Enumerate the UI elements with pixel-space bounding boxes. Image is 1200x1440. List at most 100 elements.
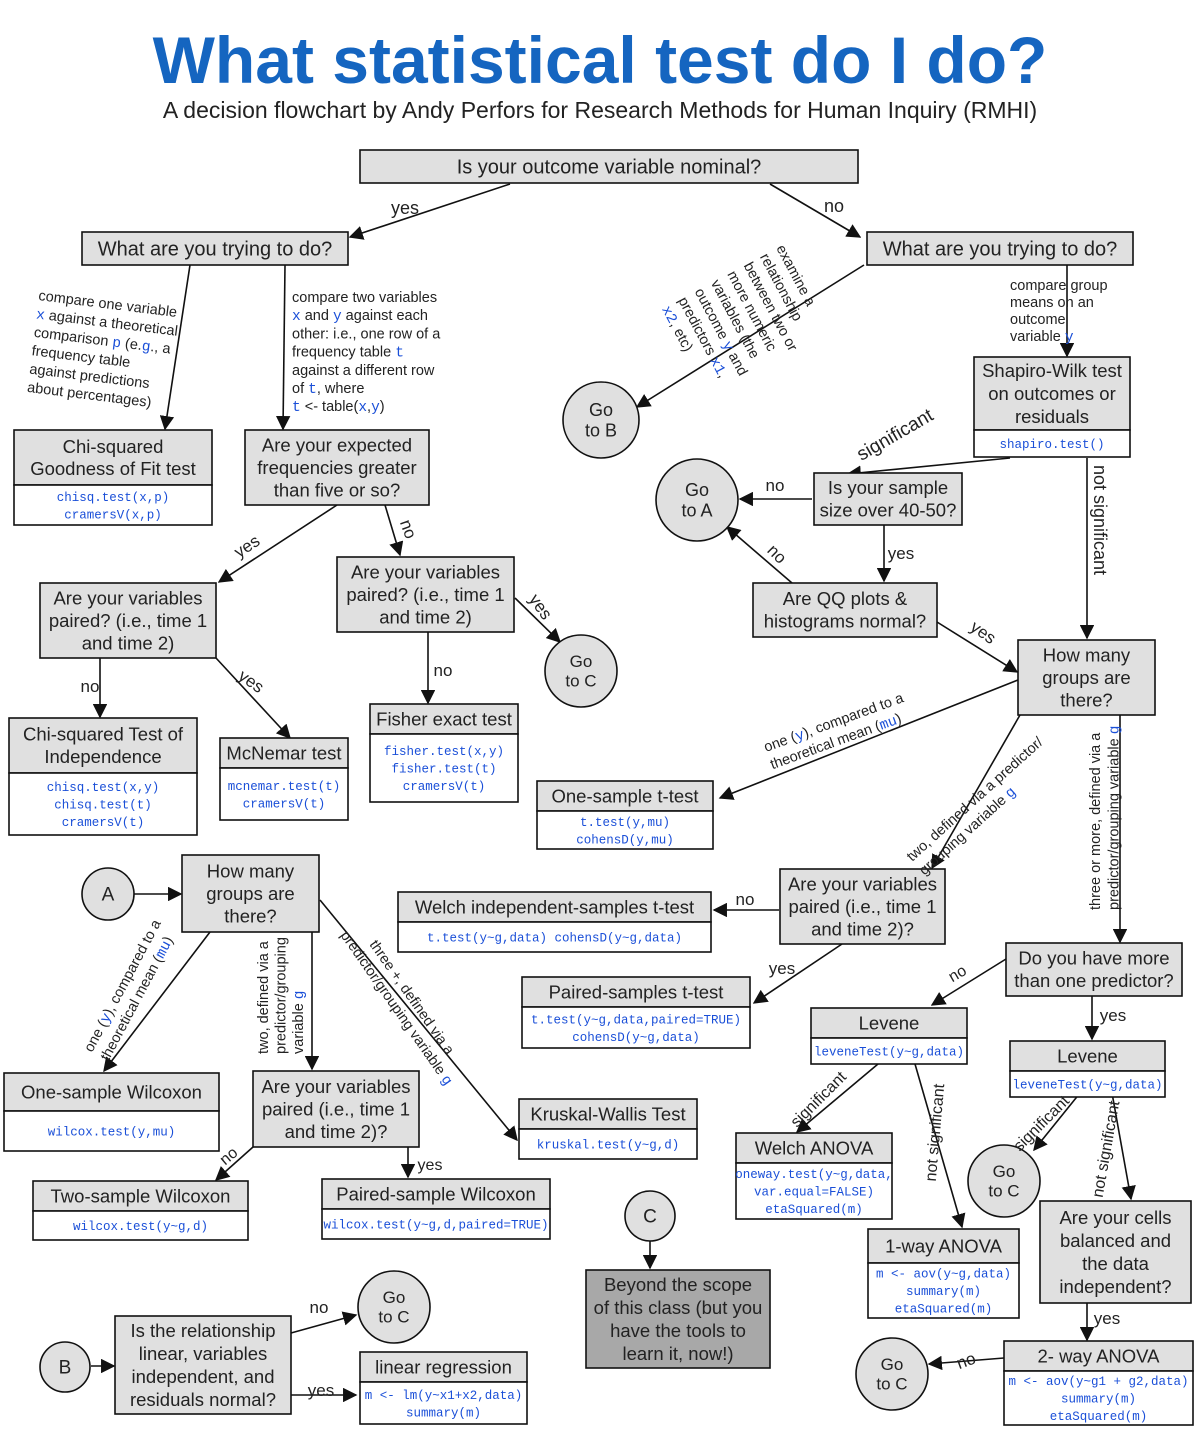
edge-label: no — [763, 541, 790, 568]
fisher-exact-code: fisher.test(x,y) — [384, 745, 504, 759]
mcnemar-test-title: McNemar test — [226, 742, 341, 763]
twoway-anova-code: etaSquared(m) — [1050, 1410, 1148, 1424]
page-title: What statistical test do I do? — [152, 23, 1048, 97]
go-to-c-4-text: Go — [383, 1288, 406, 1307]
flow-arrow — [348, 183, 511, 240]
paired-mid-text: Are your variables — [351, 561, 500, 582]
edge-label: yes — [525, 591, 556, 624]
one-sample-wilcoxon: One-sample Wilcoxon wilcox.test(y,mu) — [3, 1072, 220, 1152]
annotation-line: predictor/grouping variable g — [1107, 726, 1124, 910]
flow-arrow — [635, 264, 865, 408]
flow-arrow — [930, 958, 1007, 1006]
annotation-line: t <- table(x,y) — [292, 399, 385, 416]
annotation-line: of t, where — [292, 381, 364, 398]
relationship-question-text: independent, and — [132, 1366, 275, 1387]
go-to-a-text: Go — [685, 480, 709, 500]
welch-anova-code: oneway.test(y~g,data, — [735, 1168, 893, 1182]
one-sample-t-code: cohensD(y,mu) — [576, 833, 674, 847]
flow-arrow — [1033, 1092, 1081, 1152]
linear-regression-code: summary(m) — [406, 1406, 481, 1420]
annotation-line: three or more, defined via a — [1088, 732, 1104, 910]
flow-arrow — [384, 504, 404, 557]
edge-label: yes — [308, 1381, 334, 1400]
annotation: two, defined via a predictor/grouping va… — [904, 734, 1047, 879]
paired-t: Paired-samples t-testt.test(y~g,data,pai… — [521, 976, 751, 1049]
welch-anova-title: Welch ANOVA — [755, 1137, 874, 1158]
how-many-left-text: groups are — [206, 883, 294, 904]
left-what-todo-text: What are you trying to do? — [98, 239, 333, 261]
flow-arrow — [319, 899, 518, 1142]
paired-right-text: paired (i.e., time 1 — [788, 896, 936, 917]
kruskal-wallis-title: Kruskal-Wallis Test — [530, 1103, 685, 1124]
chisq-independence-code: chisq.test(t) — [54, 799, 152, 813]
right-what-todo: What are you trying to do? — [866, 231, 1134, 266]
edge-label: yes — [1100, 1006, 1126, 1025]
paired-wilcoxon-code: wilcox.test(y~g,d,paired=TRUE) — [323, 1219, 548, 1233]
one-sample-wilcoxon-title: One-sample Wilcoxon — [21, 1081, 202, 1102]
annotation-line: outcome — [1010, 312, 1066, 328]
beyond-scope-text: have the tools to — [610, 1320, 746, 1341]
annotation-line: against a different row — [292, 363, 435, 379]
one-sample-wilcoxon-code: wilcox.test(y,mu) — [48, 1126, 176, 1140]
linear-regression-title: linear regression — [375, 1356, 512, 1377]
welch-t: Welch independent-samples t-testt.test(y… — [397, 891, 712, 953]
welch-anova-code: etaSquared(m) — [765, 1203, 863, 1217]
expected-freq-text: than five or so? — [274, 479, 401, 500]
annotation-line: predictor/grouping — [274, 937, 290, 1054]
flow-arrow — [936, 621, 1019, 673]
chisq-gof-title: Goodness of Fit test — [30, 458, 196, 479]
paired-t-code: t.test(y~g,data,paired=TRUE) — [531, 1013, 741, 1027]
welch-t-title: Welch independent-samples t-test — [415, 896, 694, 917]
fisher-exact-title: Fisher exact test — [376, 708, 512, 729]
kruskal-wallis-code: kruskal.test(y~g,d) — [537, 1139, 680, 1153]
b-circle-text: B — [59, 1358, 72, 1379]
paired-a-text: paired (i.e., time 1 — [262, 1098, 410, 1119]
edge-label: no — [824, 196, 844, 216]
more-predictor-text: than one predictor? — [1014, 970, 1173, 991]
welch-anova-code: var.equal=FALSE) — [754, 1186, 874, 1200]
kruskal-wallis: Kruskal-Wallis Test kruskal.test(y~g,d) — [518, 1098, 698, 1160]
flow-arrow — [927, 1355, 1005, 1371]
twoway-anova-code: summary(m) — [1061, 1393, 1136, 1407]
edge-label: no — [81, 677, 100, 696]
edge-label: yes — [235, 666, 268, 697]
fisher-exact: Fisher exact testfisher.test(x,y)fisher.… — [369, 703, 519, 803]
two-sample-wilcoxon-code: wilcox.test(y~g,d) — [73, 1220, 208, 1234]
annotation-line: two, defined via a — [256, 940, 272, 1054]
chisq-independence-title: Chi-squared Test of — [23, 724, 184, 745]
annotation-line: x and y against each — [292, 308, 428, 325]
beyond-scope-text: of this class (but you — [594, 1297, 763, 1318]
chisq-independence-code: chisq.test(x,y) — [47, 781, 160, 795]
paired-wilcoxon: Paired-sample Wilcoxonwilcox.test(y~g,d,… — [321, 1178, 551, 1240]
qq-plots: Are QQ plots &histograms normal? — [752, 582, 938, 638]
go-to-c-3-text: Go — [881, 1355, 904, 1374]
flow-arrow — [752, 943, 843, 1004]
qq-plots-text: Are QQ plots & — [783, 588, 908, 609]
shapiro-wilk-code: shapiro.test() — [999, 438, 1104, 452]
paired-right-text: and time 2)? — [811, 918, 914, 939]
edge-label: yes — [769, 959, 795, 978]
flow-arrow — [290, 1311, 358, 1334]
edge-label: no — [434, 661, 453, 680]
relationship-question-text: Is the relationship — [130, 1320, 275, 1341]
how-many-right-text: there? — [1060, 689, 1112, 710]
how-many-right-text: How many — [1043, 644, 1131, 665]
edge-label: no — [736, 890, 755, 909]
